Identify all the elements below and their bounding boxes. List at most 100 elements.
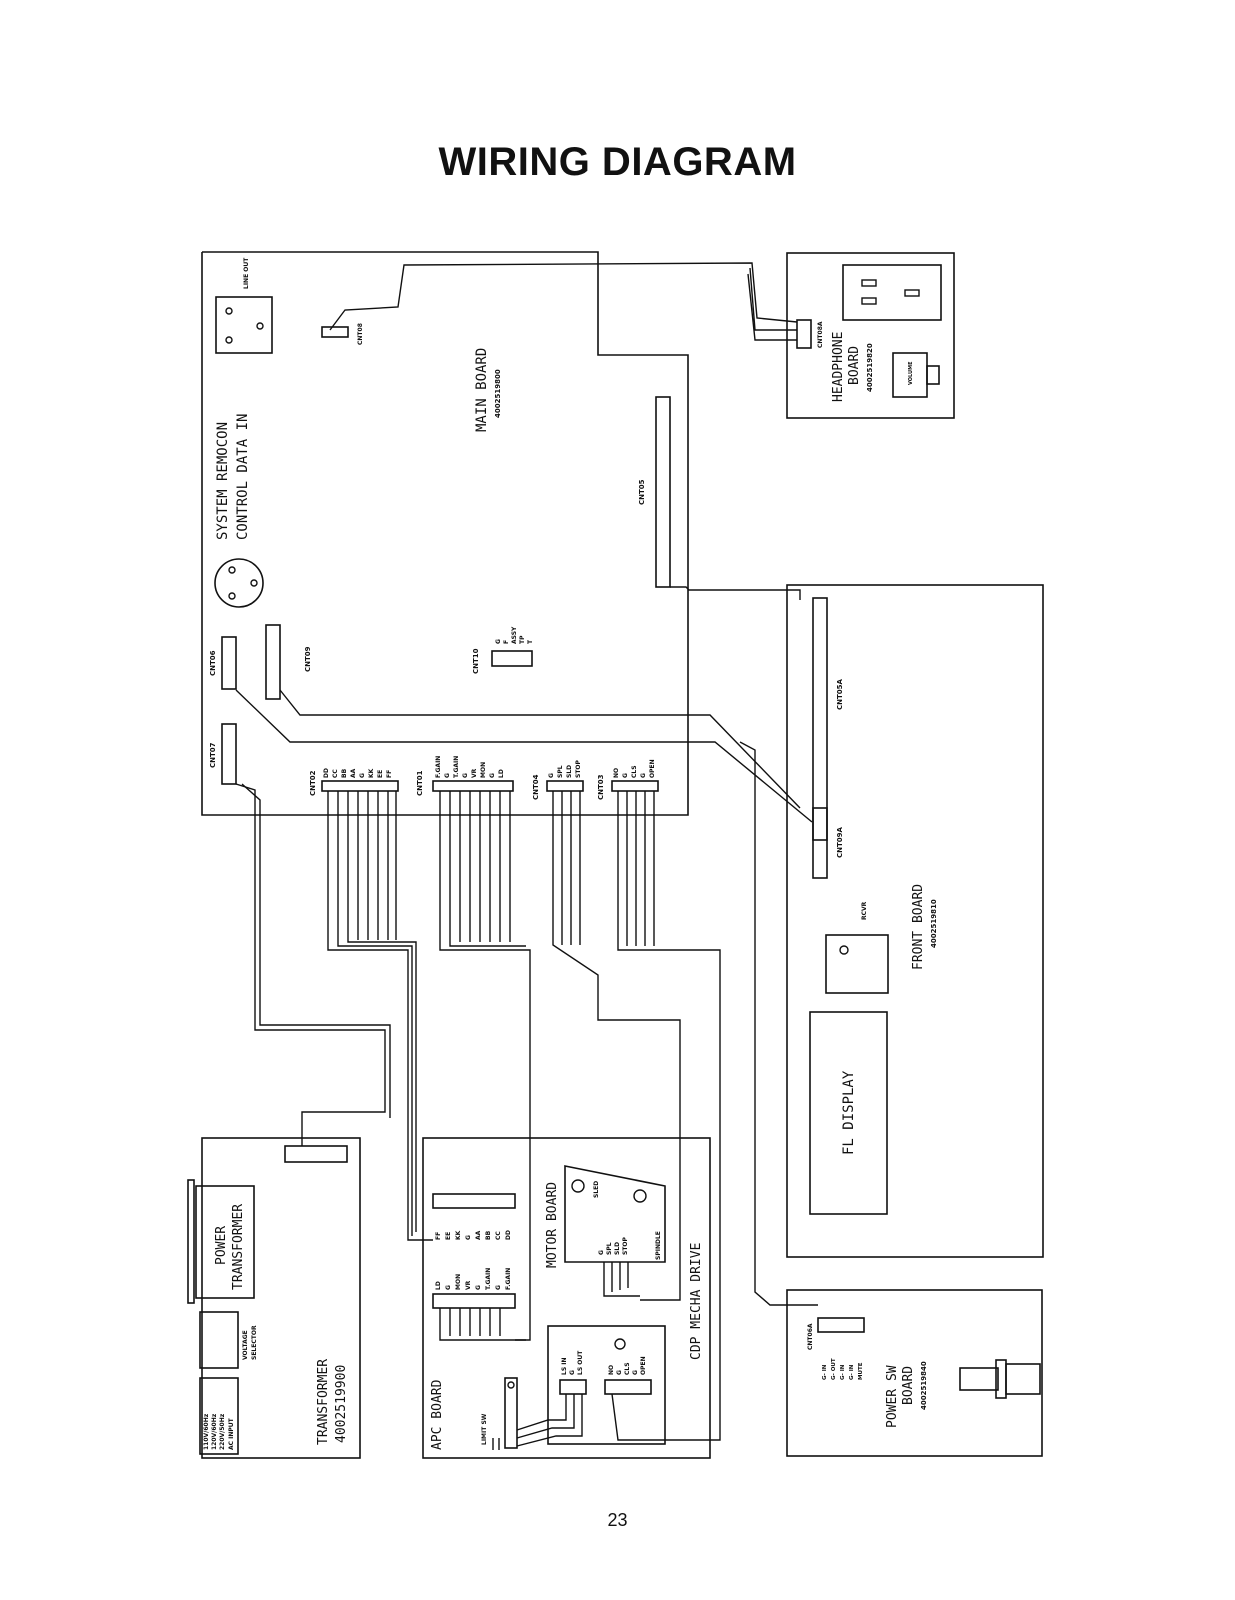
svg-text:AC INPUT: AC INPUT bbox=[228, 1417, 235, 1450]
svg-text:G: G bbox=[359, 773, 366, 778]
line-out-hole bbox=[256, 322, 264, 330]
svg-text:NO: NO bbox=[613, 768, 620, 778]
sled-label: SLED bbox=[593, 1181, 600, 1198]
cnt10-label: CNT10 bbox=[472, 648, 480, 674]
svg-text:STOP: STOP bbox=[575, 759, 582, 778]
front-board-outline bbox=[786, 584, 1044, 1258]
cnt04-label: CNT04 bbox=[532, 774, 540, 800]
svg-text:FF: FF bbox=[386, 770, 393, 778]
cnt02-connector bbox=[321, 780, 399, 792]
svg-text:AA: AA bbox=[350, 768, 357, 778]
power-sw-board-name2: BOARD bbox=[901, 1366, 916, 1405]
cnt08-label: CNT08 bbox=[357, 323, 364, 345]
motor-pin-labels: G SPL SLD STOP bbox=[598, 1236, 629, 1255]
svg-text:G- IN: G- IN bbox=[822, 1364, 828, 1380]
cnt06a-pin-labels: G- IN G- OUT G- IN G- IN MUTE bbox=[822, 1358, 864, 1380]
wire-headphone bbox=[749, 267, 797, 331]
headphone-jack-slot bbox=[904, 289, 920, 297]
svg-text:BB: BB bbox=[341, 768, 348, 778]
cdp-mecha-drive: CDP MECHA DRIVE APC BOARD MOTOR BOARD FF… bbox=[422, 1137, 711, 1459]
line-out-label: LINE OUT bbox=[243, 257, 250, 289]
cnt06-label: CNT06 bbox=[209, 650, 217, 676]
svg-text:VR: VR bbox=[465, 1280, 472, 1290]
svg-text:EE: EE bbox=[445, 1232, 452, 1240]
svg-text:NO: NO bbox=[608, 1365, 615, 1375]
cnt07-label: CNT07 bbox=[209, 742, 217, 768]
power-transformer-bracket bbox=[187, 1179, 195, 1304]
svg-text:LS IN: LS IN bbox=[561, 1358, 568, 1376]
wire-headphone bbox=[747, 273, 797, 341]
power-sw-board-name: POWER SW bbox=[885, 1365, 900, 1428]
cnt03-connector bbox=[611, 780, 659, 792]
front-board: CNT05A CNT09A RCVR FRONT BOARD 400251981… bbox=[786, 584, 1044, 1258]
cnt05-label: CNT05 bbox=[638, 479, 646, 505]
transformer-connector bbox=[284, 1145, 348, 1163]
volume-knob bbox=[926, 365, 940, 385]
svg-text:STOP: STOP bbox=[622, 1236, 629, 1255]
limit-switch-pivot bbox=[507, 1381, 515, 1389]
main-board-outline bbox=[201, 251, 689, 816]
svg-text:G: G bbox=[622, 773, 629, 778]
main-board-part-no: 4002519800 bbox=[494, 369, 502, 418]
svg-text:CLS: CLS bbox=[631, 765, 638, 778]
svg-text:SPL: SPL bbox=[606, 1242, 613, 1255]
limit-switch bbox=[504, 1377, 518, 1449]
svg-text:VR: VR bbox=[471, 768, 478, 778]
headphone-board: VOLUME CNT08A HEADPHONE BOARD 4002519820 bbox=[786, 252, 955, 419]
svg-text:120V/60Hz: 120V/60Hz bbox=[211, 1413, 218, 1450]
headphone-jack bbox=[842, 264, 942, 321]
cnt01-connector bbox=[432, 780, 514, 792]
transformer-part-no: 4002519900 bbox=[334, 1365, 349, 1443]
svg-text:G: G bbox=[640, 773, 647, 778]
motor-board-name: MOTOR BOARD bbox=[545, 1182, 560, 1268]
cnt08-connector bbox=[321, 326, 349, 338]
rcvr-eye bbox=[839, 945, 849, 955]
fl-display bbox=[809, 1011, 888, 1215]
motor-mount-hole bbox=[633, 1189, 647, 1203]
page-number: 23 bbox=[607, 1510, 628, 1530]
cnt08a-label: CNT08A bbox=[817, 321, 824, 348]
cnt04-pin-labels: G SPL SLD STOP bbox=[548, 759, 582, 778]
limit-sw-label: LIMIT SW bbox=[481, 1413, 488, 1445]
voltage-selector-line1: VOLTAGE bbox=[242, 1330, 249, 1360]
remocon-label-line1: SYSTEM REMOCON bbox=[215, 422, 231, 540]
cdp-outline bbox=[422, 1137, 711, 1459]
tray-board-hole bbox=[614, 1338, 626, 1350]
cnt09-label: CNT09 bbox=[304, 646, 312, 672]
spindle-label: SPINDLE bbox=[655, 1231, 662, 1260]
wire-limit-switch bbox=[516, 1394, 567, 1431]
svg-text:OPEN: OPEN bbox=[640, 1356, 647, 1375]
headphone-board-outline bbox=[786, 252, 955, 419]
power-switch-button bbox=[1005, 1363, 1041, 1395]
svg-text:F: F bbox=[503, 640, 510, 644]
svg-text:F.GAIN: F.GAIN bbox=[435, 756, 442, 778]
cnt05-connector bbox=[655, 396, 671, 588]
main-board: LINE OUT SYSTEM REMOCON CONTROL DATA IN … bbox=[201, 251, 689, 816]
svg-text:CC: CC bbox=[495, 1231, 502, 1240]
svg-text:LS OUT: LS OUT bbox=[577, 1350, 584, 1375]
apc-lower-pin-labels: LD G MON VR G T.GAIN G F.GAIN bbox=[435, 1268, 512, 1290]
voltage-selector bbox=[199, 1311, 239, 1369]
power-sw-board-outline bbox=[786, 1289, 1043, 1457]
wire-limit-switch bbox=[516, 1394, 583, 1447]
remocon-pin bbox=[250, 579, 258, 587]
cnt03-label: CNT03 bbox=[597, 774, 605, 800]
apc-upper-pin-labels: FF EE KK G AA BB CC DD bbox=[435, 1230, 512, 1240]
power-transformer bbox=[195, 1185, 255, 1299]
tray-pin-labels: NO G CLS G OPEN bbox=[608, 1356, 647, 1375]
svg-text:AA: AA bbox=[475, 1230, 482, 1240]
wire-bundle-cnt03 bbox=[611, 791, 721, 1441]
cnt09a-label: CNT09A bbox=[836, 826, 844, 858]
power-sw-board-part-no: 4002519840 bbox=[920, 1361, 928, 1410]
svg-text:G- IN: G- IN bbox=[840, 1364, 846, 1380]
svg-text:G: G bbox=[548, 773, 555, 778]
wire-cnt05 bbox=[670, 586, 801, 600]
remocon-pin bbox=[228, 592, 236, 600]
cnt09a-connector bbox=[812, 807, 828, 879]
svg-text:G- IN: G- IN bbox=[849, 1364, 855, 1380]
wire-cnt06 bbox=[235, 689, 813, 823]
svg-text:G: G bbox=[598, 1250, 605, 1255]
main-board-name: MAIN BOARD bbox=[474, 348, 490, 432]
svg-text:MUTE: MUTE bbox=[858, 1362, 864, 1380]
headphone-jack-slot bbox=[861, 279, 877, 287]
